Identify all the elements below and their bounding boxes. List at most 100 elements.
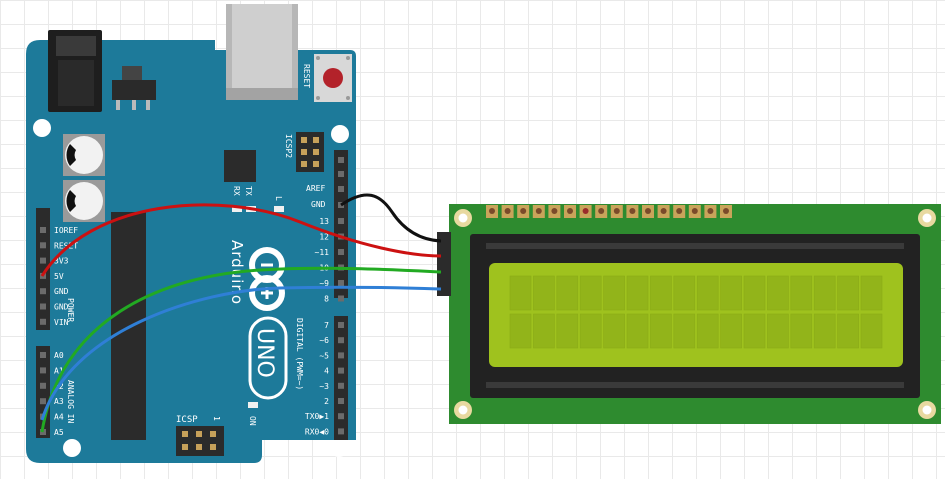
icsp2-label: ICSP2 [284,134,293,158]
lcd-char-cell [556,275,579,311]
icsp-pin1-label: 1 [212,416,221,421]
lcd-char-cell [720,275,742,311]
pin-label: ~11 [315,248,330,257]
pin-label: 3V3 [54,257,69,266]
lcd-char-cell [626,313,649,349]
lcd-char-cell [650,275,672,311]
pin-label: ~5 [319,351,329,360]
mount-hole [63,439,81,457]
analog-label: ANALOG IN [66,380,75,424]
header-pin[interactable] [338,171,344,177]
reset-button-icon[interactable] [314,54,352,102]
infinity-logo-icon [249,247,285,311]
wire-a5[interactable] [40,266,442,433]
pin-label: IOREF [54,226,78,235]
digital-header-bottom [334,316,348,440]
header-pin[interactable] [338,382,344,389]
lcd-char-cell [860,313,883,349]
lcd-char-cell [860,275,883,311]
header-pin[interactable] [40,303,46,310]
lcd-char-cell [743,313,766,349]
capacitor [63,180,105,222]
pin-label: A0 [54,351,64,360]
voltage-regulator [112,66,156,110]
lcd-char-cell [556,313,579,349]
rx-label: RX [232,186,241,196]
header-pin[interactable] [338,367,344,374]
lcd-char-cell [767,275,789,311]
wire-5v[interactable] [40,203,442,277]
header-pin[interactable] [40,398,46,405]
header-pin[interactable] [40,227,46,233]
header-pin[interactable] [40,242,46,249]
pin-label: ~6 [319,336,329,345]
digital-pins-bottom [338,322,344,435]
header-pin[interactable] [40,367,46,374]
header-pin[interactable] [40,318,46,325]
header-pin[interactable] [338,352,344,359]
lcd-char-cell [509,313,532,349]
pin-label: RESET [54,241,78,250]
lcd-char-cell [509,275,532,311]
mount-hole [33,119,51,137]
lcd-module[interactable] [437,204,941,424]
lcd-char-cell [533,313,555,349]
lcd-char-cell [790,313,813,349]
lcd-char-cell [603,275,625,311]
header-pin[interactable] [338,337,344,344]
header-pin[interactable] [40,288,46,295]
pin-label: 2 [324,397,329,406]
header-pin[interactable] [338,186,344,192]
pin-label: A3 [54,397,64,406]
i2c-connector[interactable] [437,232,451,296]
pin-label: ~3 [319,382,329,391]
lcd-char-cell [673,313,696,349]
pin-label: GND [54,287,69,296]
mount-hole [331,125,349,143]
header-pin[interactable] [338,249,344,255]
lcd-char-cell [579,275,602,311]
wire-a4[interactable] [40,285,442,421]
model-text: UNO [252,328,277,378]
arduino-pcb [26,40,356,463]
arduino-board[interactable]: RESET ICSP2 ICSP [26,4,356,463]
mount-hole [330,439,348,457]
header-pin[interactable] [338,398,344,404]
tx-label: TX [244,186,253,196]
lcd-char-cell [813,313,836,349]
lcd-char-cell [720,313,742,349]
header-pin[interactable] [338,413,344,420]
pin-label: 4 [324,367,329,376]
pin-label: TX0▶1 [305,412,329,421]
header-pin[interactable] [40,382,46,389]
wire-gnd[interactable] [340,193,442,243]
lcd-char-cell [696,275,719,311]
lcd-char-cell [837,275,859,311]
lcd-char-cell [696,313,719,349]
icsp-header [176,426,224,456]
pin-label: 5V [54,272,64,281]
lcd-char-cell [603,313,625,349]
led-rx [232,206,242,212]
on-label: ON [248,416,257,426]
lcd-char-cell [673,275,696,311]
header-pin[interactable] [338,295,344,302]
header-pin[interactable] [338,428,344,435]
lcd-char-cell [626,275,649,311]
header-pin[interactable] [338,280,344,286]
header-pin[interactable] [338,218,344,224]
header-pin[interactable] [40,257,46,264]
header-pin[interactable] [40,352,46,358]
led-on [248,402,258,408]
lcd-char-cell [790,275,813,311]
header-pin[interactable] [338,157,344,163]
header-pin[interactable] [338,322,344,328]
lcd-char-cell [837,313,859,349]
capacitor [63,134,105,176]
usb-port-icon[interactable] [226,4,298,100]
pin-label: A1 [54,366,64,375]
power-label: POWER [66,298,75,322]
power-header [36,208,50,330]
led-l-label: L [274,196,283,201]
